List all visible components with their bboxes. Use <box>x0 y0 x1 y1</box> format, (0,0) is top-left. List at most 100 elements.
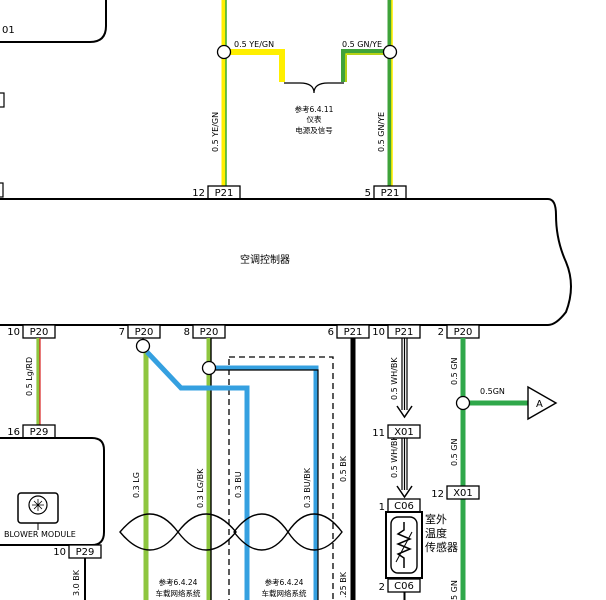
connector-x01-pin11: 11 X01 <box>372 424 421 439</box>
connector-x01-pin12: 12 X01 <box>431 485 480 500</box>
wire-label-ye-gn-side: 0.5 YE/GN <box>211 112 220 152</box>
svg-text:电源及信号: 电源及信号 <box>295 125 333 135</box>
svg-text:10: 10 <box>7 327 20 338</box>
svg-text:10: 10 <box>53 547 66 558</box>
blower-motor-icon <box>17 492 59 530</box>
connector-p29-pin16: 16 P29 <box>7 424 56 439</box>
svg-text:2: 2 <box>379 582 385 593</box>
svg-text:P21: P21 <box>344 327 363 338</box>
wire-label-wh-bk-2: 0.5 WH/BK <box>390 435 399 478</box>
svg-text:参考6.4.11: 参考6.4.11 <box>295 104 334 114</box>
connector-c06-pin2: 2 C06 <box>379 578 421 593</box>
wire-label-bk-blower: 3.0 BK <box>72 569 81 596</box>
wire-label-lg: 0.3 LG <box>132 472 141 498</box>
offpage-connector-a-label: A <box>536 399 543 410</box>
wire-label-bu-bk: 0.3 BU/BK <box>303 467 312 508</box>
top-left-fragment-label: 01 <box>2 25 15 36</box>
ac-controller-body <box>0 198 572 326</box>
svg-text:P29: P29 <box>76 547 95 558</box>
wire-label-lg-bk: 0.3 LG/BK <box>196 468 205 508</box>
left-edge-tick-mid <box>0 182 4 198</box>
svg-text:X01: X01 <box>394 427 414 438</box>
svg-text:10: 10 <box>372 327 385 338</box>
wire-label-gn-ye-side: 0.5 GN/YE <box>377 112 386 152</box>
splice-gn <box>455 395 471 411</box>
wire-label-ye-gn-top: 0.5 YE/GN <box>234 40 274 49</box>
svg-text:1: 1 <box>379 502 385 513</box>
twisted-pair-right <box>233 513 343 551</box>
svg-text:P20: P20 <box>30 327 49 338</box>
svg-text:P29: P29 <box>30 427 49 438</box>
connector-p20-pin7: 7 P20 <box>119 324 161 339</box>
svg-text:P21: P21 <box>215 188 234 199</box>
wire-bu-bk <box>209 365 319 600</box>
connector-p20-pin10: 10 P20 <box>7 324 56 339</box>
connector-p21-pin10: 10 P21 <box>372 324 421 339</box>
wire-lg <box>142 338 149 600</box>
temperature-sensor-body <box>385 511 423 579</box>
wire-label-gn-branch: 0.5GN <box>480 387 505 396</box>
wire-label-gn-ye-top: 0.5 GN/YE <box>342 40 382 49</box>
connector-p29-pin10: 10 P29 <box>53 544 102 559</box>
twisted-pair-left <box>119 513 237 551</box>
svg-text:12: 12 <box>431 489 444 500</box>
svg-text:2: 2 <box>438 327 444 338</box>
offpage-connector-a <box>527 385 558 421</box>
svg-text:P21: P21 <box>395 327 414 338</box>
wire-label-gn-2: 0.5 GN <box>450 439 459 466</box>
wire-label-wh-bk-1: 0.5 WH/BK <box>390 357 399 400</box>
svg-text:参考6.4.24: 参考6.4.24 <box>265 577 304 587</box>
blower-module-housing <box>0 437 105 546</box>
connector-p20-pin8: 8 P20 <box>184 324 226 339</box>
top-left-module-fragment <box>0 0 107 43</box>
wire-label-bk: 0.5 BK <box>339 455 348 482</box>
wire-label-gn-3: 5 GN <box>450 580 459 600</box>
wire-label-lg-rd: 0.5 Lg/RD <box>25 357 34 396</box>
network-dashed-box <box>228 356 334 600</box>
splice-top-left <box>216 44 232 60</box>
wire-lg-rd <box>36 338 41 425</box>
wire-label-gn-1: 0.5 GN <box>450 358 459 385</box>
svg-text:P21: P21 <box>381 188 400 199</box>
wire-lg-bk <box>206 338 212 600</box>
blower-module-label: BLOWER MODULE <box>4 530 76 539</box>
svg-text:车载网络系统: 车载网络系统 <box>156 588 201 598</box>
sensor-label: 室外 温度 传感器 <box>425 512 458 554</box>
wire-label-bk-bottom: .25 BK <box>339 571 348 598</box>
svg-text:仪表: 仪表 <box>307 114 322 124</box>
wire-wh-bk <box>396 338 413 600</box>
top-reference-bracket <box>284 82 344 94</box>
note-network-reference-1: 参考6.4.24 车载网络系统 <box>156 577 201 598</box>
svg-text:C06: C06 <box>394 501 414 512</box>
svg-text:P20: P20 <box>135 327 154 338</box>
svg-text:C06: C06 <box>394 581 414 592</box>
svg-text:温度: 温度 <box>425 526 447 540</box>
svg-text:8: 8 <box>184 327 190 338</box>
svg-text:6: 6 <box>328 327 334 338</box>
note-network-reference-2: 参考6.4.24 车载网络系统 <box>262 577 307 598</box>
wire-ye-gn-top <box>221 0 285 187</box>
wire-gn-ye-top <box>341 0 393 187</box>
connector-p21-pin12-top: 12 P21 <box>192 185 241 200</box>
wire-label-bu: 0.3 BU <box>234 471 243 498</box>
svg-text:参考6.4.24: 参考6.4.24 <box>159 577 198 587</box>
left-edge-tick-top <box>0 92 5 108</box>
wire-bu <box>145 350 250 600</box>
svg-text:P20: P20 <box>200 327 219 338</box>
connector-c06-pin1: 1 C06 <box>379 498 421 513</box>
splice-can-low <box>201 360 217 376</box>
svg-text:车载网络系统: 车载网络系统 <box>262 588 307 598</box>
splice-top-right <box>382 44 398 60</box>
svg-text:5: 5 <box>365 188 371 199</box>
connector-p20-pin2: 2 P20 <box>438 324 480 339</box>
connector-p21-pin5-top: 5 P21 <box>365 185 407 200</box>
svg-text:7: 7 <box>119 327 125 338</box>
svg-text:室外: 室外 <box>425 512 447 526</box>
svg-text:传感器: 传感器 <box>425 541 458 554</box>
connector-p21-pin6: 6 P21 <box>328 324 370 339</box>
svg-text:16: 16 <box>7 427 20 438</box>
svg-text:P20: P20 <box>454 327 473 338</box>
ac-controller-label: 空调控制器 <box>240 253 290 266</box>
splice-can-high <box>135 338 151 354</box>
